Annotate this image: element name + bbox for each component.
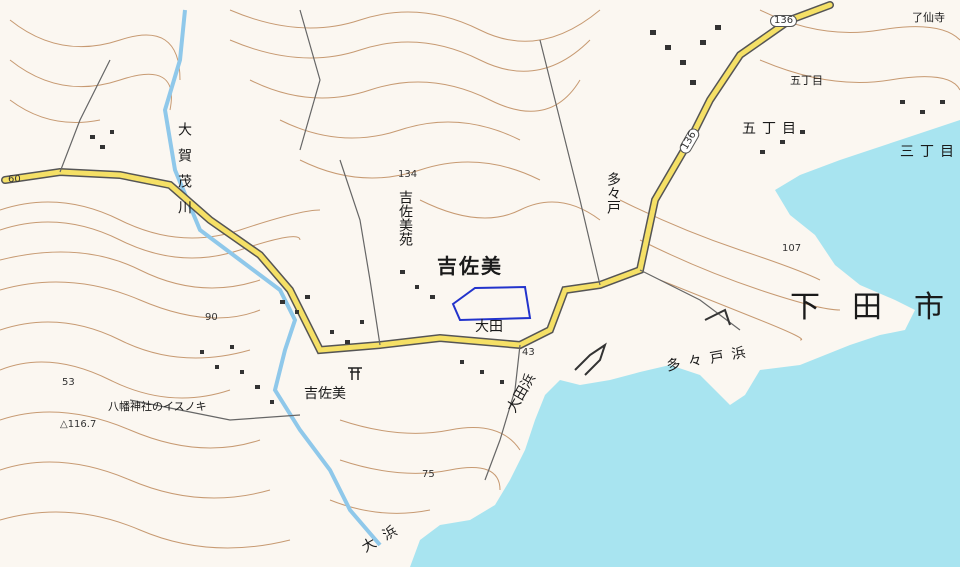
ogamo-river-label: 大賀茂川 <box>176 122 192 226</box>
tatado-label: 多々戸 <box>605 172 621 214</box>
yoshisami-en-label: 吉佐美苑 <box>397 190 413 246</box>
oota-label: 大田 <box>475 319 503 335</box>
hachiman-tree-label: 八幡神社のイスノキ <box>108 400 207 413</box>
minor-roads <box>59 9 741 481</box>
elevation-134: 134 <box>398 169 418 180</box>
sea-area <box>410 120 960 567</box>
ogamo-river <box>162 9 382 547</box>
gochome-label: 五丁目 <box>742 121 802 137</box>
shrine-icon <box>348 367 362 380</box>
elevation-107: 107 <box>782 243 802 254</box>
shore-structure <box>574 308 731 376</box>
buildings <box>90 25 945 404</box>
sanchome-label: 三丁目 <box>900 144 960 160</box>
gochome-top-label: 五丁目 <box>790 74 823 87</box>
elevation-75: 75 <box>422 469 435 480</box>
elevation-60: 60 <box>8 174 21 185</box>
ryosenji-label: 了仙寺 <box>912 11 945 24</box>
elevation-43: 43 <box>522 347 535 358</box>
elevation-53: 53 <box>62 377 75 388</box>
highlighted-parcel <box>451 285 532 322</box>
elevation-90: 90 <box>205 312 218 323</box>
contour-lines <box>0 9 960 549</box>
yoshisami-label: 吉佐美 <box>437 254 503 278</box>
shimoda-city-label: 下田市 <box>790 290 960 325</box>
yoshisami-south-label: 吉佐美 <box>304 386 346 402</box>
elevation-116: △116.7 <box>60 419 97 430</box>
route-136-top: 136 <box>770 15 798 27</box>
